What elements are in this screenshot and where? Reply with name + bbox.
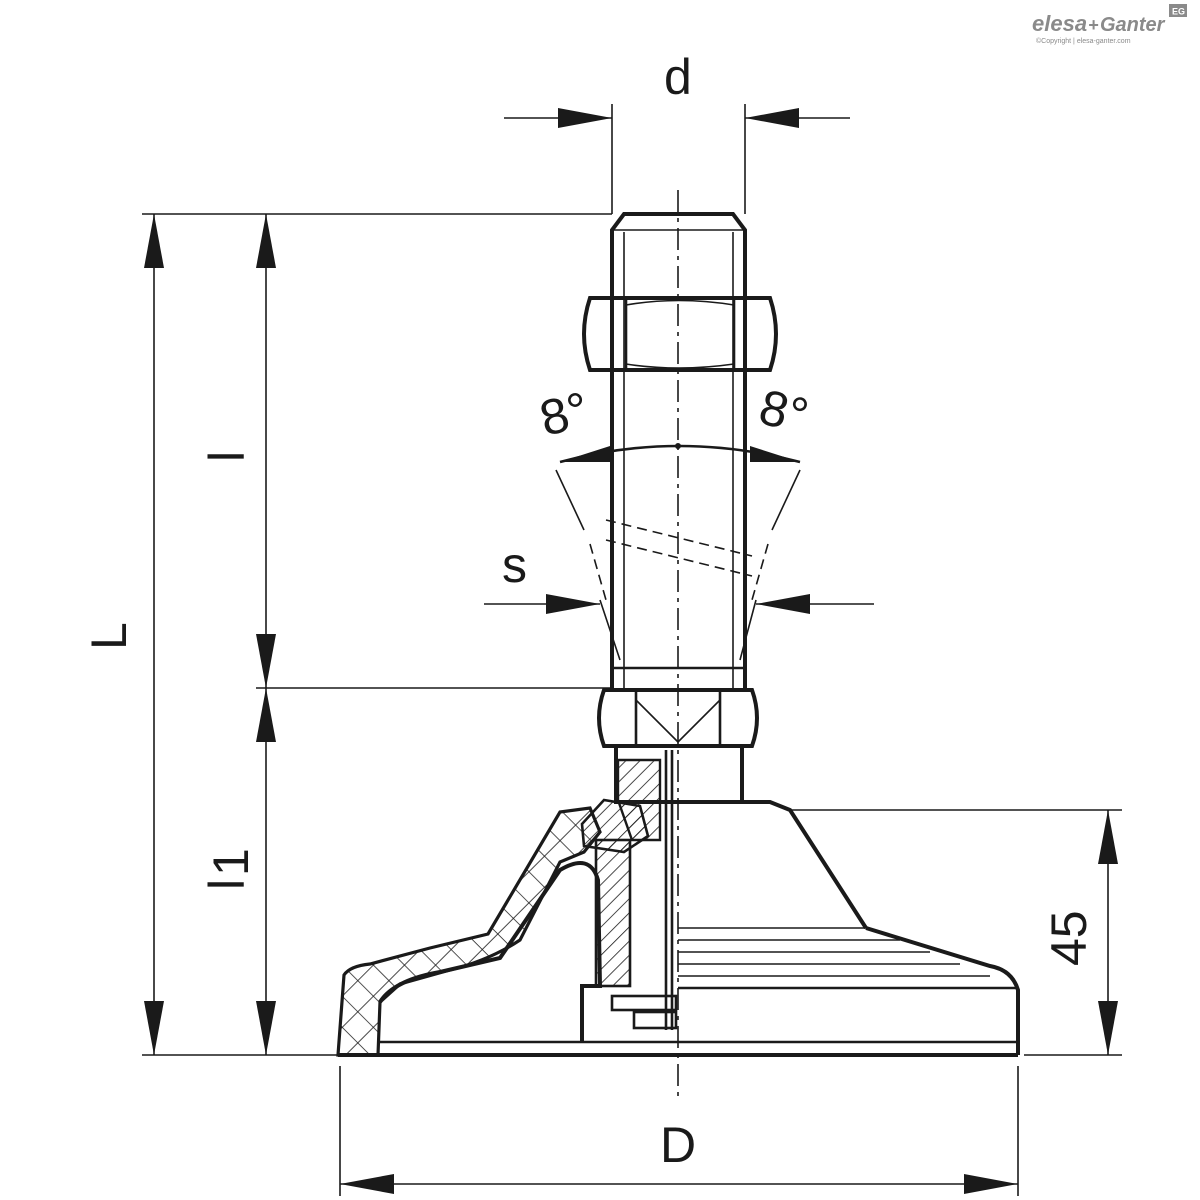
dimension-l <box>256 214 612 689</box>
brand-copyright: ©Copyright | elesa-ganter.com <box>1036 37 1131 45</box>
dimension-l-label: l <box>199 451 255 462</box>
dimension-L-label: L <box>81 622 137 650</box>
base-section <box>336 798 678 1057</box>
brand-name-left: elesa <box>1032 11 1087 36</box>
dimension-s <box>484 594 874 614</box>
dimension-l1-label: l 1 <box>199 848 259 890</box>
dimension-s-label: s <box>502 537 527 593</box>
brand-logo: elesa + Ganter EG ©Copyright | elesa-gan… <box>1032 4 1187 45</box>
brand-badge <box>1169 4 1187 17</box>
upper-hex-nut <box>582 296 778 372</box>
brand-name-right: Ganter <box>1100 14 1166 36</box>
dimension-D <box>339 1066 1019 1196</box>
lower-hex-nut <box>597 688 759 748</box>
dimension-d-label: d <box>664 49 692 105</box>
brand-badge-text: EG <box>1172 7 1185 17</box>
tilt-angle-indicator <box>555 443 801 661</box>
dimension-l1-main: l <box>199 879 255 890</box>
dimension-D-label: D <box>660 1117 696 1173</box>
angle-right-label: 8° <box>754 379 814 445</box>
angle-left-label: 8° <box>534 381 594 447</box>
dimension-height <box>790 809 1122 1056</box>
dimension-l1-sub: 1 <box>203 848 259 876</box>
dimension-L <box>142 213 612 1056</box>
base-exterior <box>338 800 1020 1057</box>
dimension-d <box>504 104 850 214</box>
threaded-spindle <box>610 212 747 688</box>
brand-plus: + <box>1088 15 1099 35</box>
dimension-height-label: 45 <box>1041 910 1097 966</box>
dimension-l1 <box>256 688 276 1055</box>
